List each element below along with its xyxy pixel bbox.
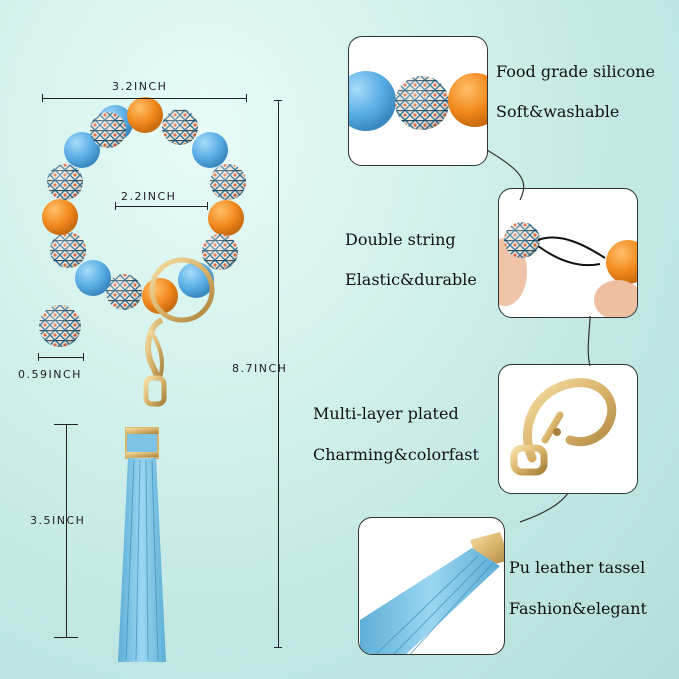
- tassel-tick-bottom: [54, 637, 78, 638]
- photo-frame-beads: [348, 36, 488, 166]
- length-label: 8.7INCH: [232, 362, 288, 375]
- tassel-line: [66, 424, 67, 638]
- width-tick-left: [42, 94, 43, 102]
- tassel-tick-top: [54, 424, 78, 425]
- photo-clasp: [499, 365, 637, 493]
- tassel-label: 3.5INCH: [30, 514, 86, 527]
- feature-4-line1: Pu leather tassel: [509, 558, 646, 577]
- feature-3-line2: Charming&colorfast: [313, 445, 479, 464]
- photo-double-string: [499, 189, 637, 317]
- tassel: [118, 427, 166, 662]
- feature-4-line2: Fashion&elegant: [509, 599, 647, 618]
- bead-tick-right: [83, 353, 84, 361]
- photo-tassel: [359, 518, 504, 654]
- length-tick-top: [274, 100, 282, 101]
- feature-2-line2: Elastic&durable: [345, 270, 477, 289]
- feature-3-line1: Multi-layer plated: [313, 404, 459, 423]
- feature-1-line2: Soft&washable: [496, 102, 620, 121]
- gold-clasp: [143, 257, 215, 430]
- length-tick-bottom: [274, 647, 282, 648]
- feature-2-line1: Double string: [345, 230, 456, 249]
- bead-tick-left: [38, 353, 39, 361]
- photo-beads-closeup: [349, 37, 487, 165]
- width-label: 3.2INCH: [112, 80, 168, 93]
- inner-tick-left: [115, 202, 116, 210]
- photo-frame-clasp: [498, 364, 638, 494]
- photo-frame-tassel: [358, 517, 505, 655]
- feature-1-line1: Food grade silicone: [496, 62, 655, 81]
- length-line: [278, 100, 279, 648]
- single-bead: [39, 305, 81, 347]
- width-line: [42, 98, 246, 99]
- inner-width-label: 2.2INCH: [121, 190, 177, 203]
- bead-line: [38, 357, 83, 358]
- connector-line: [486, 149, 591, 523]
- photo-frame-string: [498, 188, 638, 318]
- inner-tick-right: [207, 202, 208, 210]
- inner-width-line: [115, 206, 207, 207]
- bead-label: 0.59INCH: [18, 368, 82, 381]
- width-tick-right: [246, 94, 247, 102]
- bracelet-beads: [42, 97, 246, 314]
